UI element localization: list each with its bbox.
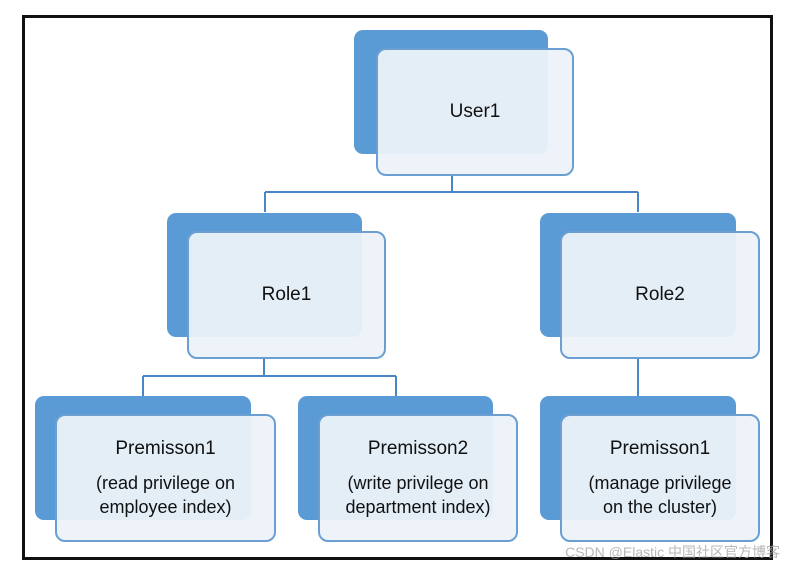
user-label: User1 (449, 101, 501, 122)
role-node-1-card: Role1 (187, 231, 386, 359)
role-node-2: Role2 (540, 213, 760, 359)
user-node: User1 (354, 30, 574, 176)
permission-node-3: Premisson1 (manage privilege on the clus… (540, 396, 760, 542)
user-node-card: User1 (376, 48, 574, 176)
role-node-1: Role1 (167, 213, 386, 359)
role-label-1: Role1 (261, 284, 312, 305)
permission-node-2: Premisson2 (write privilege on departmen… (298, 396, 518, 542)
permission-desc-2-line1: (write privilege on (347, 473, 489, 493)
permission-title-3: Premisson1 (609, 438, 711, 459)
permission-node-1: Premisson1 (read privilege on employee i… (35, 396, 276, 542)
permission-node-1-card: Premisson1 (read privilege on employee i… (55, 414, 276, 542)
role-node-2-card: Role2 (560, 231, 760, 359)
permission-desc-3-line1: (manage privilege (588, 473, 732, 493)
permission-desc-3-line2: on the cluster) (602, 497, 718, 517)
permission-desc-1-line2: employee index) (99, 497, 232, 517)
permission-title-2: Premisson2 (367, 438, 469, 459)
permission-desc-2-line2: department index) (345, 497, 491, 517)
role-label-2: Role2 (635, 284, 685, 305)
permission-node-3-card: Premisson1 (manage privilege on the clus… (560, 414, 760, 542)
permission-title-1: Premisson1 (115, 438, 216, 459)
permission-desc-1-line1: (read privilege on (95, 473, 236, 493)
connector-role1-to-permissions (142, 357, 397, 396)
watermark-text: CSDN @Elastic 中国社区官方博客 (565, 544, 780, 560)
permission-node-2-card: Premisson2 (write privilege on departmen… (318, 414, 518, 542)
connector-user-to-roles (264, 174, 639, 212)
